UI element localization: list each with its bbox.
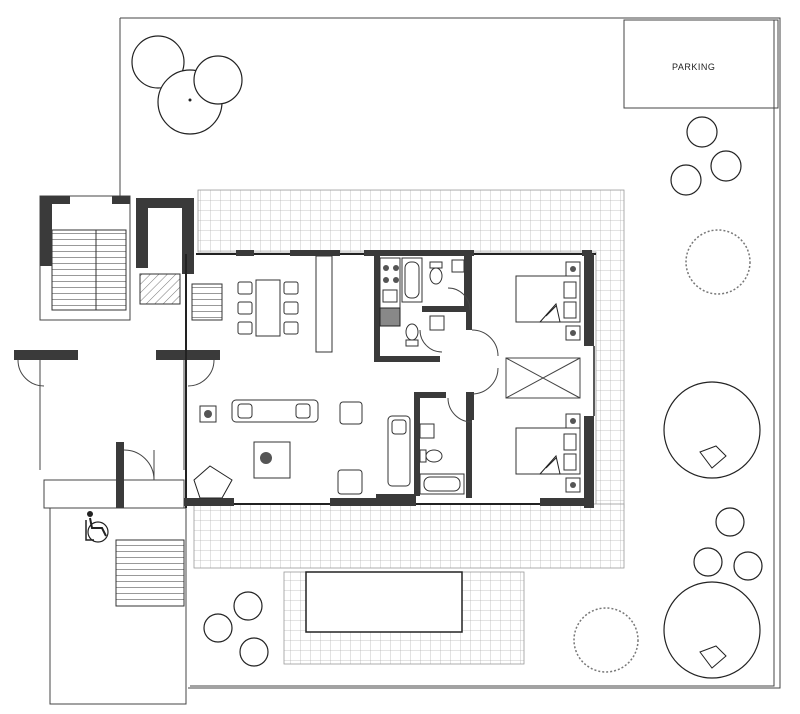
sofa-icon xyxy=(387,415,411,487)
apartment-walls xyxy=(184,250,596,508)
shrub-icon xyxy=(670,116,742,196)
kitchen xyxy=(379,257,401,327)
toilet-icon xyxy=(419,449,443,463)
interior-walls xyxy=(315,254,581,498)
stove-icon xyxy=(383,265,399,283)
tree-icon xyxy=(131,35,243,135)
bed-icon xyxy=(515,427,581,475)
tree-icon xyxy=(685,229,751,295)
parking-area: PARKING xyxy=(623,19,779,109)
shrub-icon xyxy=(203,591,269,667)
door-swing-icon xyxy=(17,359,45,387)
living-dining xyxy=(193,279,411,499)
bathroom-2 xyxy=(419,423,465,495)
sofa-icon xyxy=(231,399,319,423)
landscaping xyxy=(131,35,763,679)
dining-table-icon xyxy=(237,279,299,337)
lower-stair xyxy=(43,442,187,705)
bedroom-2 xyxy=(515,413,581,493)
tree-icon xyxy=(573,607,639,673)
pool xyxy=(305,571,463,633)
sink-icon xyxy=(419,423,435,439)
bathroom-1 xyxy=(401,257,465,347)
wheelchair-icon xyxy=(85,511,109,543)
tree-icon xyxy=(663,381,761,479)
tree-icon xyxy=(663,581,761,679)
sink-icon xyxy=(451,259,465,273)
parking-label: PARKING xyxy=(672,62,715,72)
shrub-icon xyxy=(693,507,763,581)
stair-icon xyxy=(51,229,97,311)
armchair-icon xyxy=(337,401,363,495)
stair-core xyxy=(14,195,223,470)
toilet-icon xyxy=(405,323,419,347)
toilet-icon xyxy=(429,261,443,285)
bed-icon xyxy=(515,275,581,323)
bedroom-1 xyxy=(515,261,581,341)
